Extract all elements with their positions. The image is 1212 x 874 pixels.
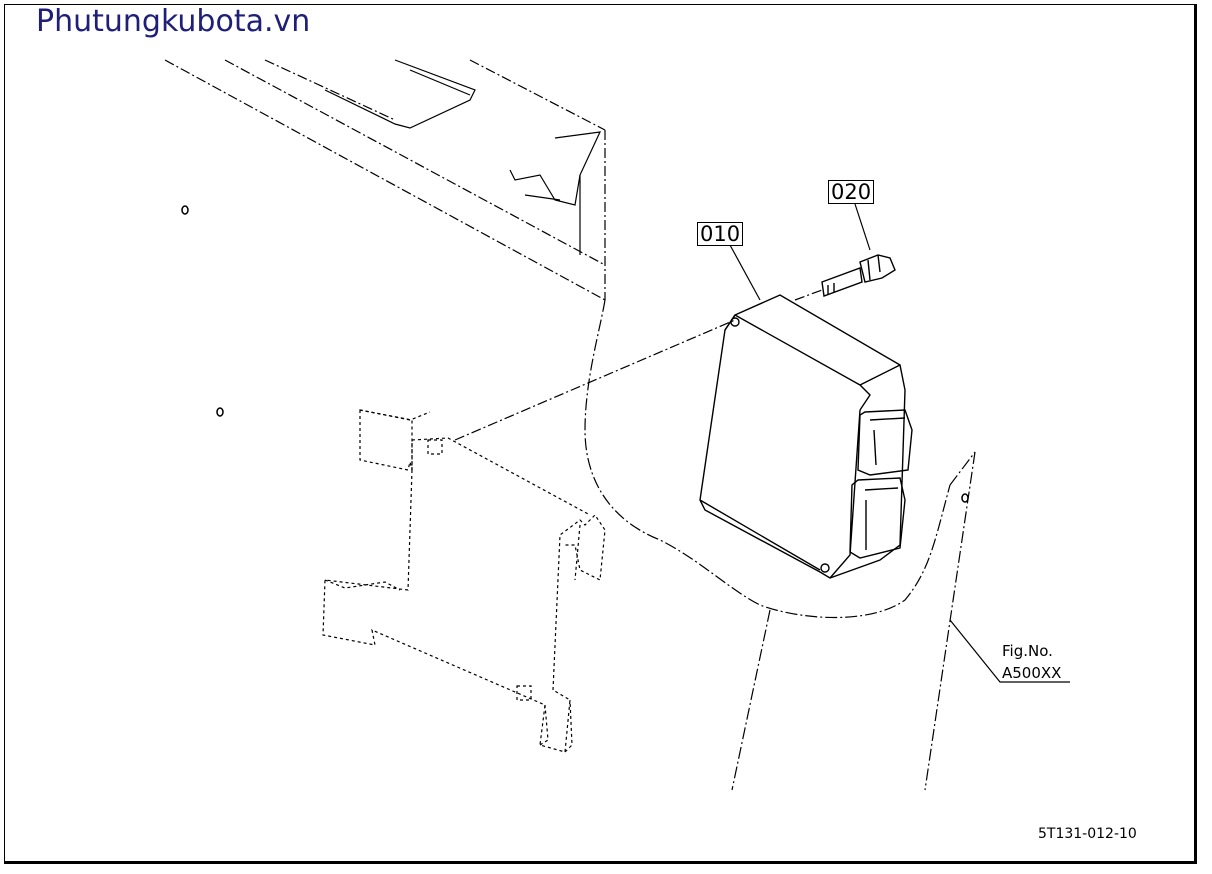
callout-020-text: 020 [831,180,872,204]
upper-panel-solid [324,59,602,255]
callout-020: 020 [828,180,875,204]
control-unit-body [699,294,913,579]
figure-label-line2: A500XX [1002,664,1062,682]
mounting-bracket [322,409,606,753]
leader-fig [949,619,1070,683]
site-watermark: Phutungkubota.vn [36,4,311,39]
diagram-code: 5T131-012-10 [1038,826,1137,842]
leader-020 [854,203,871,251]
callout-010: 010 [697,222,744,246]
callout-010-text: 010 [700,222,741,246]
drawing-frame [4,4,1197,864]
fastener-leader [454,319,736,441]
bolt-020 [821,254,896,297]
upper-panel [164,59,606,301]
leader-010 [729,244,761,301]
panel-contour [584,299,951,619]
bolt-leader [794,289,823,301]
figure-label-line1: Fig.No. [1002,642,1053,660]
